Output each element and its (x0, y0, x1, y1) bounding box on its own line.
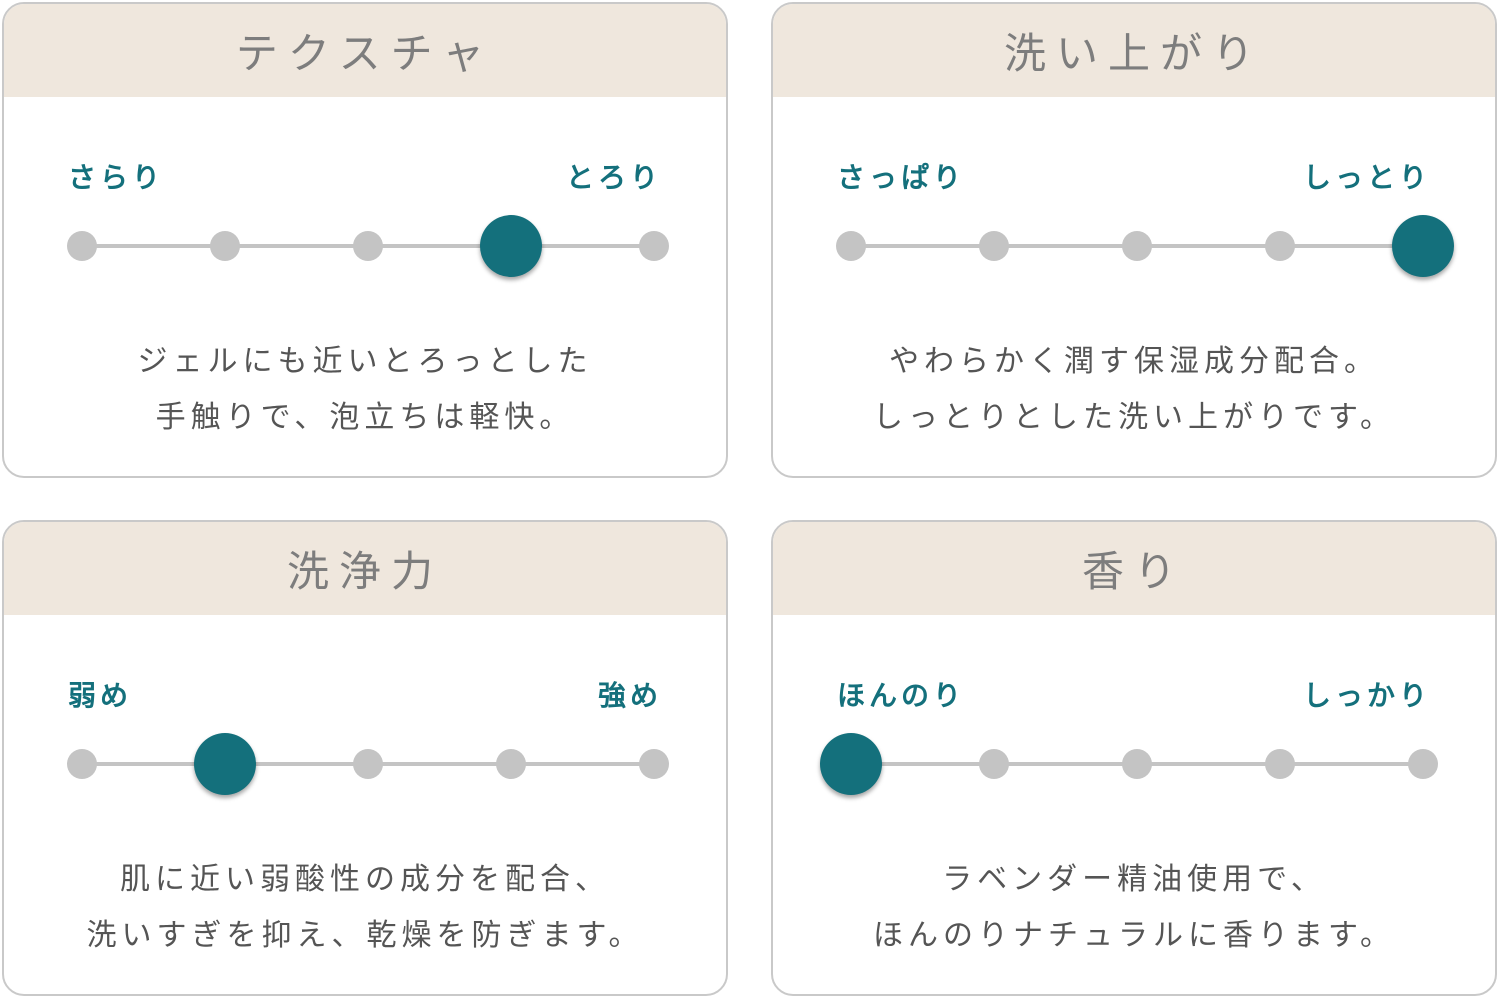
scale-left-label: さっぱり (837, 161, 966, 194)
scale-dot-selected (194, 733, 256, 795)
scale-right-label: しっかり (1302, 679, 1431, 712)
texture-card: テクスチャ さらり とろり ジェルにも近いとろっとした 手触りで、泡立ちは軽快。 (2, 2, 728, 478)
card-header: 洗い上がり (773, 4, 1495, 97)
card-title: 香り (1081, 547, 1186, 596)
scale-dot (67, 231, 97, 261)
scale-dot (979, 231, 1009, 261)
scale-dot-selected (1392, 215, 1454, 277)
finish-card: 洗い上がり さっぱり しっとり やわらかく潤す保湿成分配合。 しっとりとした洗い… (771, 2, 1497, 478)
scale-dot (210, 231, 240, 261)
scale-dot (639, 749, 669, 779)
scale-dot (1265, 231, 1295, 261)
description-line: ジェルにも近いとろっとした (137, 344, 593, 379)
scale-dot (1265, 749, 1295, 779)
description-line: しっとりとした洗い上がりです。 (873, 400, 1395, 435)
description-line: ほんのりナチュラルに香ります。 (873, 918, 1395, 953)
card-description: やわらかく潤す保湿成分配合。 しっとりとした洗い上がりです。 (773, 334, 1495, 446)
scale-dot (1408, 749, 1438, 779)
card-header: 香り (773, 522, 1495, 615)
scale-left-label: ほんのり (837, 679, 966, 712)
scale-dot (1122, 749, 1152, 779)
scale-right-label: しっとり (1302, 161, 1431, 194)
scale-dot (836, 231, 866, 261)
scent-card: 香り ほんのり しっかり ラベンダー精油使用で、 ほんのりナチュラルに香ります。 (771, 520, 1497, 996)
scale-dot (67, 749, 97, 779)
scale-dot (496, 749, 526, 779)
cleansing-card: 洗浄力 弱め 強め 肌に近い弱酸性の成分を配合、 洗いすぎを抑え、乾燥を防ぎます… (2, 520, 728, 996)
scale-right-label: とろり (565, 161, 662, 194)
card-title: 洗浄力 (286, 547, 443, 596)
card-header: 洗浄力 (4, 522, 726, 615)
card-header: テクスチャ (4, 4, 726, 97)
card-title: 洗い上がり (1003, 29, 1264, 78)
description-line: 手触りで、泡立ちは軽快。 (155, 400, 575, 435)
scale-dot (1122, 231, 1152, 261)
scale-dot (639, 231, 669, 261)
scale-right-label: 強め (597, 679, 662, 712)
scale-left-label: 弱め (68, 679, 133, 712)
scale-dot-selected (820, 733, 882, 795)
card-description: 肌に近い弱酸性の成分を配合、 洗いすぎを抑え、乾燥を防ぎます。 (4, 852, 726, 964)
scale-dot (979, 749, 1009, 779)
description-line: 洗いすぎを抑え、乾燥を防ぎます。 (86, 918, 644, 953)
card-description: ジェルにも近いとろっとした 手触りで、泡立ちは軽快。 (4, 334, 726, 446)
scale-dot (353, 231, 383, 261)
scale-left-label: さらり (68, 161, 165, 194)
card-title: テクスチャ (235, 29, 495, 78)
description-line: やわらかく潤す保湿成分配合。 (889, 344, 1379, 379)
description-line: 肌に近い弱酸性の成分を配合、 (120, 862, 610, 897)
card-description: ラベンダー精油使用で、 ほんのりナチュラルに香ります。 (773, 852, 1495, 964)
scale-dot-selected (480, 215, 542, 277)
scale-dot (353, 749, 383, 779)
description-line: ラベンダー精油使用で、 (942, 862, 1326, 897)
